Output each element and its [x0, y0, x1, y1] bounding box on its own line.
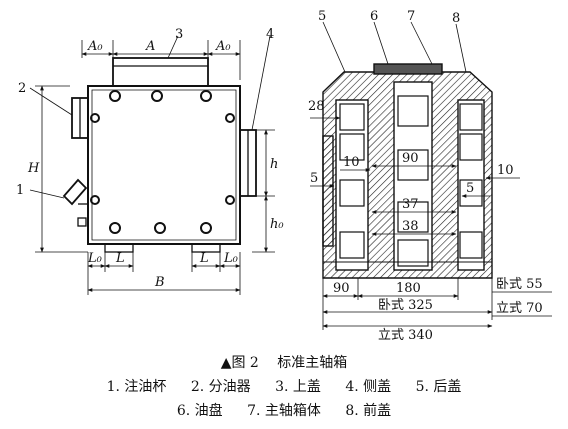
legend-item: 4. 侧盖: [345, 379, 392, 395]
dim-h: h: [270, 157, 278, 172]
dim-L-left: L: [115, 251, 125, 266]
legend-line-2: 6. 油盘 7. 主轴箱体 8. 前盖: [0, 400, 568, 420]
dim-90-bottom: 90: [333, 281, 350, 296]
legend-item: 8. 前盖: [345, 403, 392, 419]
part-label-2: 2: [18, 81, 26, 96]
box-outline: [87, 85, 241, 245]
legend-item: 7. 主轴箱体: [247, 403, 321, 419]
dim-A0-right: A₀: [215, 39, 231, 54]
dim-5-right: 5: [466, 181, 474, 196]
right-dimensions: [310, 21, 552, 330]
bolt-holes: [90, 90, 235, 234]
part-label-4: 4: [266, 27, 274, 42]
dim-H: H: [27, 161, 40, 176]
dim-180: 180: [396, 281, 421, 296]
dim-5-left: 5: [310, 171, 318, 186]
legend-item: 1. 注油杯: [106, 379, 167, 395]
dim-A: A: [145, 39, 155, 54]
right-labels: 5 6 7 8 28 10 90 5 37 38 5 10 90 180 卧式 …: [308, 9, 543, 343]
dim-10-right: 10: [497, 163, 514, 178]
right-view: [322, 63, 493, 279]
rear-cover: [322, 135, 334, 247]
part-label-7: 7: [407, 9, 415, 24]
left-labels: 1 2 3 4 A₀ A A₀ H h h₀ L₀ L L L₀ B: [16, 27, 284, 290]
part-label-1: 1: [16, 183, 24, 198]
dim-L-right: L: [199, 251, 209, 266]
part-label-5: 5: [318, 9, 326, 24]
dim-B: B: [154, 275, 165, 290]
part-label-8: 8: [452, 11, 460, 26]
dim-37: 37: [402, 197, 419, 212]
legend-item: 2. 分油器: [190, 379, 251, 395]
dim-10-left: 10: [343, 155, 360, 170]
top-cover: [112, 57, 209, 87]
dim-horizontal-325: 卧式 325: [378, 298, 433, 313]
oil-pan: [373, 63, 443, 75]
oil-cup: [62, 178, 88, 206]
dim-L0-left: L₀: [87, 251, 103, 266]
part-label-6: 6: [370, 9, 378, 24]
dim-horizontal-55: 卧式 55: [496, 277, 543, 292]
left-view: [62, 57, 257, 253]
dim-vertical-70: 立式 70: [496, 301, 543, 316]
part-label-3: 3: [175, 27, 183, 42]
dim-vertical-340: 立式 340: [378, 328, 433, 343]
dim-h0: h₀: [270, 217, 284, 232]
dim-A0-left: A₀: [87, 39, 103, 54]
legend-item: 5. 后盖: [415, 379, 462, 395]
dim-38: 38: [402, 219, 419, 234]
legend-item: 3. 上盖: [275, 379, 321, 395]
dim-90-top: 90: [402, 151, 419, 166]
figure-title: ▲图 2 标准主轴箱: [220, 355, 348, 371]
legend-line-1: 1. 注油杯 2. 分油器 3. 上盖 4. 侧盖 5. 后盖: [0, 376, 568, 396]
legend-item: 6. 油盘: [176, 403, 223, 419]
dim-28: 28: [308, 99, 325, 114]
dim-L0-right: L₀: [223, 251, 239, 266]
left-dimensions: [29, 35, 275, 295]
